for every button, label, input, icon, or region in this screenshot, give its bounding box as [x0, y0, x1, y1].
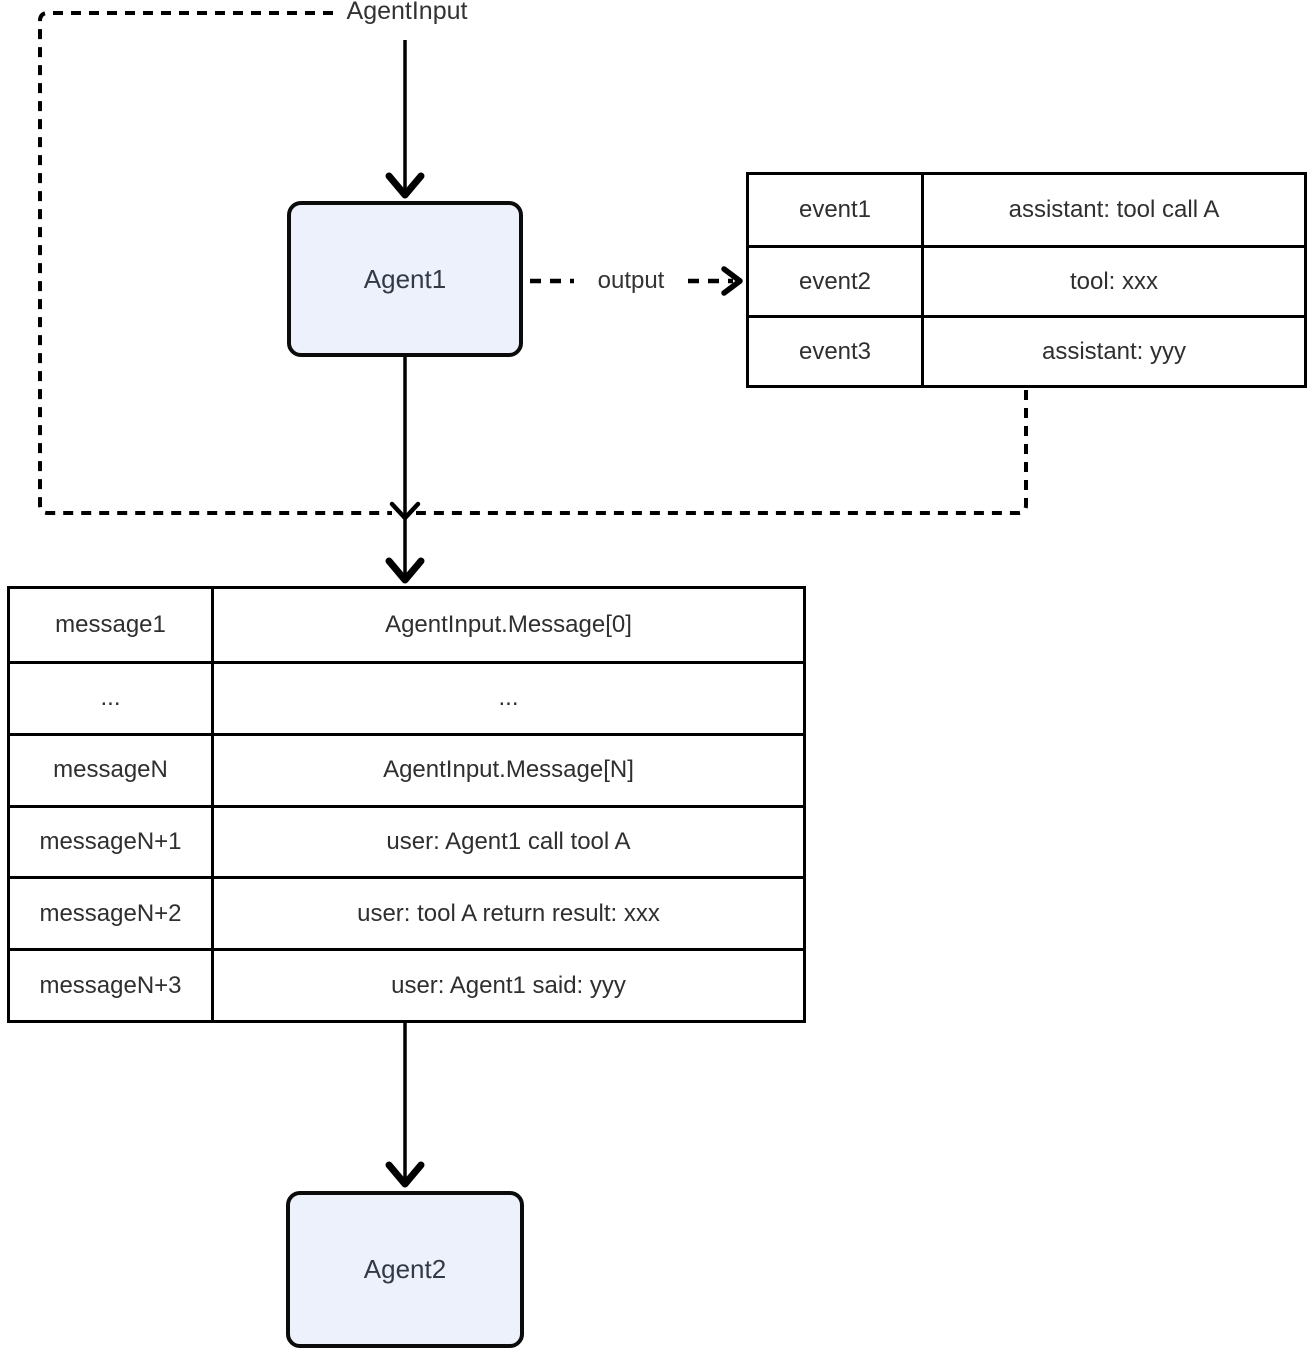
message-table-value-cell: ... [214, 660, 803, 733]
arrowhead-agent2-icon [385, 1161, 425, 1188]
agent2-node-label: Agent2 [363, 1254, 447, 1284]
event-table-value-cell: assistant: tool call A [1008, 196, 1220, 223]
message-table-key-cell: messageN+1 [10, 804, 214, 877]
event-table-key-cell: event3 [749, 315, 924, 385]
agent1-node: Agent1 [287, 201, 523, 357]
message-table-key-cell: ... [10, 660, 214, 733]
agent1-node-label: Agent1 [363, 263, 447, 294]
message-table-value-cell: user: Agent1 call tool A [214, 804, 803, 877]
message-table-key-cell: messageN+2 [10, 876, 214, 949]
arrowhead-agent1-icon [385, 172, 425, 199]
message-table: message1 AgentInput.Message[0] ... ... m… [7, 586, 806, 1023]
event-table-feedback-dashed-line [416, 390, 1028, 515]
agentinput-label: AgentInput [346, 0, 468, 25]
output-edge-label: output [597, 267, 665, 294]
output-arrowhead-icon [721, 266, 743, 296]
message-table-value-cell: AgentInput.Message[N] [214, 732, 803, 805]
message-table-value-cell: user: tool A return result: xxx [214, 876, 803, 948]
message-table-key-cell: messageN [10, 732, 214, 805]
event-table-key-cell: event2 [749, 245, 924, 315]
event-table-value-cell: assistant: yyy [924, 315, 1304, 385]
message-table-value-cell: user: Agent1 said: yyy [214, 948, 803, 1020]
message-table-key-cell: message1 [10, 589, 214, 661]
message-table-key-cell: messageN+3 [10, 948, 214, 1020]
event-table-key-cell: event1 [749, 175, 924, 245]
arrowhead-message-table-icon [385, 557, 425, 584]
message-table-value-cell: AgentInput.Message[0] [385, 610, 632, 638]
event-table-value-cell: tool: xxx [924, 245, 1304, 315]
event-table: event1 assistant: tool call A event2 too… [746, 172, 1307, 388]
agent2-node: Agent2 [286, 1191, 524, 1348]
